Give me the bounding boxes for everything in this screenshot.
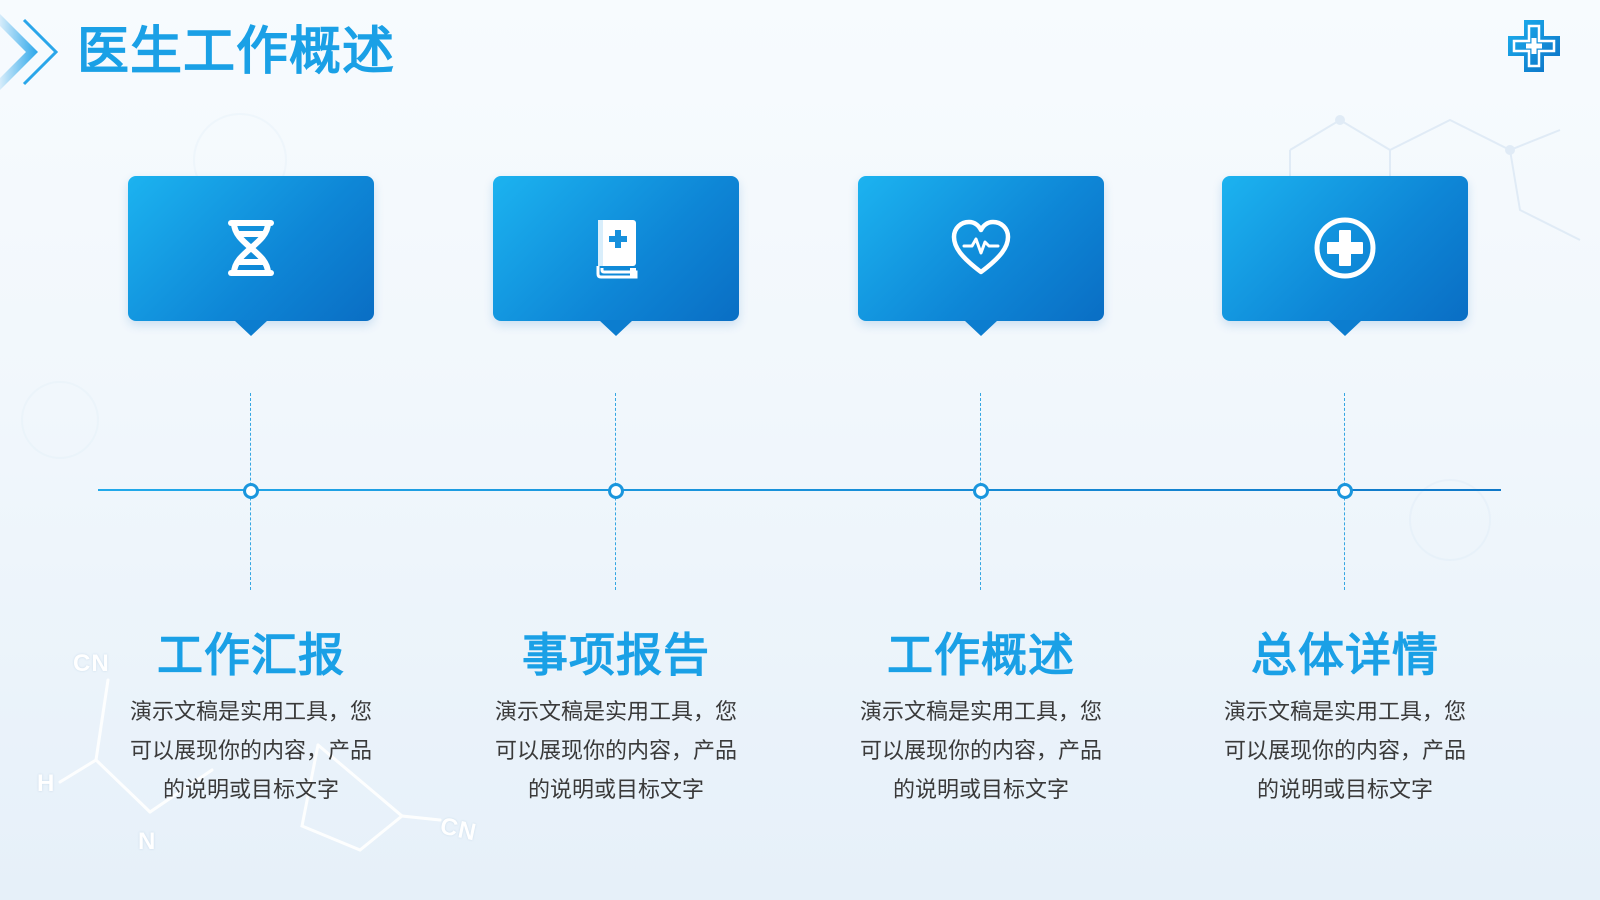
description-line: 可以展现你的内容，产品 [129, 738, 372, 763]
card-pointer [964, 320, 998, 336]
item-description: 演示文稿是实用工具，您 可以展现你的内容，产品 的说明或目标文字 [466, 692, 766, 809]
description-line: 的说明或目标文字 [892, 777, 1069, 802]
dna-icon [228, 220, 274, 276]
card-pointer [599, 320, 633, 336]
item-description: 演示文稿是实用工具，您 可以展现你的内容，产品 的说明或目标文字 [101, 692, 401, 809]
timeline-item-1: 工作汇报 演示文稿是实用工具，您 可以展现你的内容，产品 的说明或目标文字 [101, 0, 401, 900]
description-line: 可以展现你的内容，产品 [859, 738, 1102, 763]
description-line: 可以展现你的内容，产品 [1223, 738, 1466, 763]
description-line: 演示文稿是实用工具，您 [129, 699, 372, 724]
bg-chem-label-cn: CN [73, 650, 110, 677]
description-line: 的说明或目标文字 [162, 777, 339, 802]
timeline-item-4: 总体详情 演示文稿是实用工具，您 可以展现你的内容，产品 的说明或目标文字 [1195, 0, 1495, 900]
description-line: 演示文稿是实用工具，您 [1223, 699, 1466, 724]
item-description: 演示文稿是实用工具，您 可以展现你的内容，产品 的说明或目标文字 [831, 692, 1131, 809]
card-pointer [234, 320, 268, 336]
timeline-node [1337, 483, 1353, 499]
icon-card [858, 176, 1104, 321]
page-title: 医生工作概述 [77, 23, 396, 81]
timeline-item-2: 事项报告 演示文稿是实用工具，您 可以展现你的内容，产品 的说明或目标文字 [466, 0, 766, 900]
medical-book-icon [596, 220, 638, 279]
item-title: 事项报告 [522, 629, 710, 681]
timeline-axis [98, 489, 1501, 491]
icon-card [128, 176, 374, 321]
item-description: 演示文稿是实用工具，您 可以展现你的内容，产品 的说明或目标文字 [1195, 692, 1495, 809]
description-line: 演示文稿是实用工具，您 [859, 699, 1102, 724]
description-line: 的说明或目标文字 [1256, 777, 1433, 802]
card-pointer [1328, 320, 1362, 336]
bg-chem-label-n: N [138, 828, 157, 855]
timeline-node [608, 483, 624, 499]
item-title: 工作概述 [887, 629, 1075, 681]
item-title: 工作汇报 [157, 629, 345, 681]
heart-pulse-icon [951, 219, 1011, 275]
plus-circle-icon [1314, 217, 1376, 279]
bg-chem-label-h: H [37, 770, 56, 797]
icon-card [493, 176, 739, 321]
description-line: 的说明或目标文字 [527, 777, 704, 802]
icon-card [1222, 176, 1468, 321]
medical-cross-icon [1508, 20, 1560, 72]
item-title: 总体详情 [1251, 629, 1439, 681]
description-line: 演示文稿是实用工具，您 [494, 699, 737, 724]
timeline-node [243, 483, 259, 499]
double-chevron-icon [0, 14, 59, 90]
timeline-node [973, 483, 989, 499]
timeline-item-3: 工作概述 演示文稿是实用工具，您 可以展现你的内容，产品 的说明或目标文字 [831, 0, 1131, 900]
description-line: 可以展现你的内容，产品 [494, 738, 737, 763]
